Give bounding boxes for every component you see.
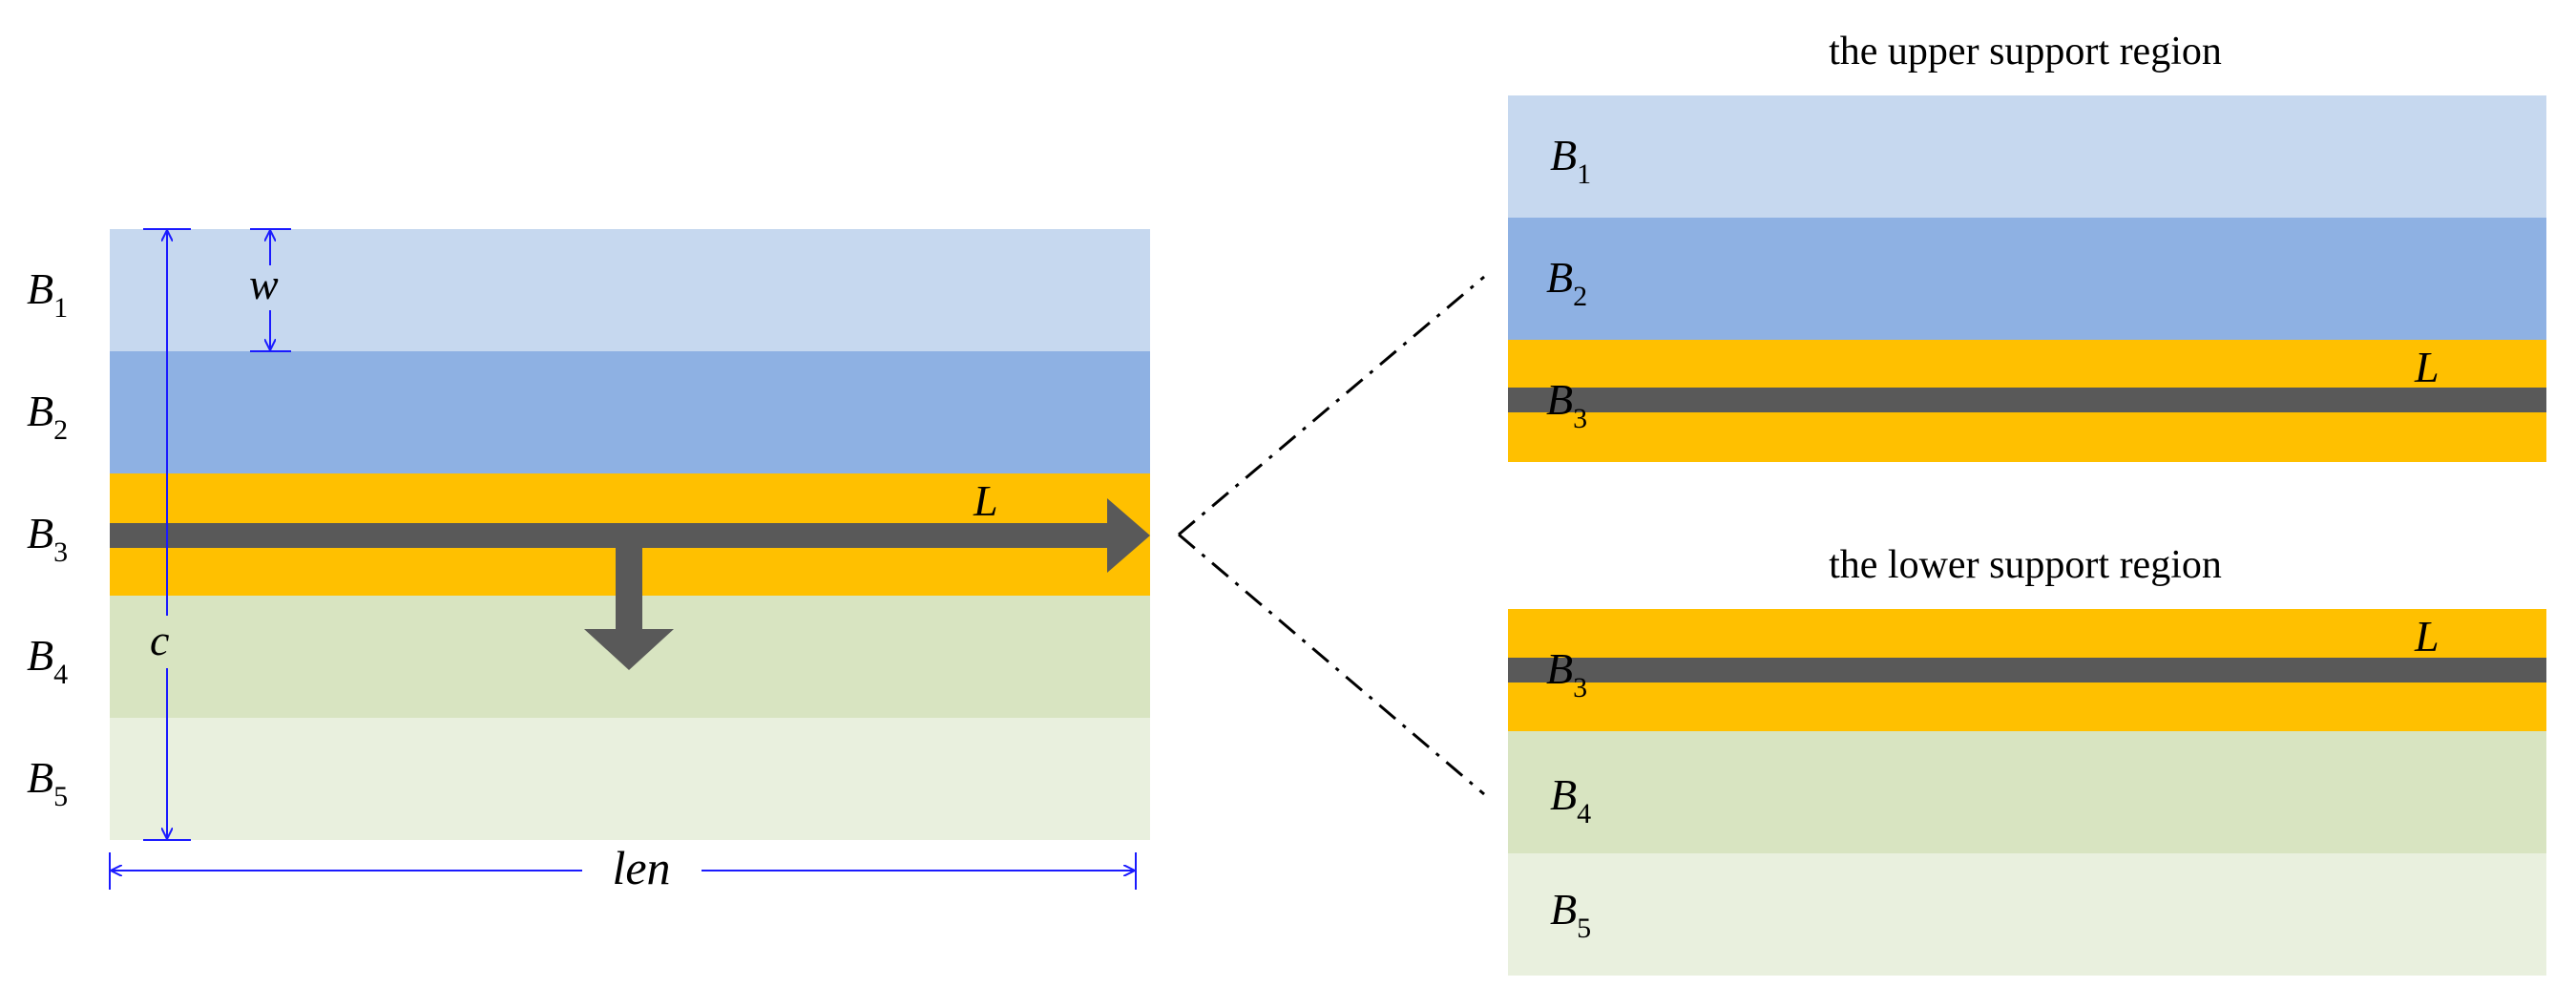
dimension-len-label: len [612, 841, 670, 894]
lower-line-l-label: L [2414, 612, 2440, 661]
dimension-c-label: c [150, 616, 169, 664]
upper-line-l [1508, 388, 2546, 412]
left-label-b2: B2 [27, 387, 68, 446]
left-band-b1 [110, 229, 1150, 351]
left-label-b1: B1 [27, 264, 68, 324]
downward-arrow [584, 548, 674, 670]
lower-line-l [1508, 658, 2546, 682]
upper-region-title: the upper support region [1829, 30, 2222, 74]
dimension-w [250, 228, 291, 352]
dimension-c [143, 228, 191, 841]
left-label-b4: B4 [27, 631, 68, 690]
lower-band-b5 [1508, 853, 2546, 976]
left-label-b3: B3 [27, 509, 68, 568]
dimension-len [109, 852, 1137, 890]
lower-band-stack [1508, 609, 2546, 976]
lower-label-b4: B4 [1550, 770, 1591, 830]
left-band-b5 [110, 718, 1150, 840]
line-l-arrow [110, 498, 1150, 573]
upper-band-b1 [1508, 95, 2546, 218]
upper-line-l-label: L [2414, 343, 2440, 391]
dimension-w-label: w [249, 260, 279, 308]
left-band-labels: B1 B2 B3 B4 B5 [27, 264, 68, 812]
lower-band-b4 [1508, 731, 2546, 853]
lower-region-title: the lower support region [1829, 543, 2222, 587]
lower-label-b3: B3 [1546, 644, 1587, 704]
line-l-label: L [973, 476, 998, 525]
upper-label-b1: B1 [1550, 131, 1591, 190]
left-band-b2 [110, 351, 1150, 473]
upper-band-b2 [1508, 218, 2546, 340]
zoom-connector [1178, 275, 1485, 796]
upper-label-b3: B3 [1546, 375, 1587, 434]
lower-label-b5: B5 [1550, 885, 1591, 944]
upper-band-stack [1508, 95, 2546, 462]
upper-label-b2: B2 [1546, 253, 1587, 312]
left-label-b5: B5 [27, 753, 68, 812]
